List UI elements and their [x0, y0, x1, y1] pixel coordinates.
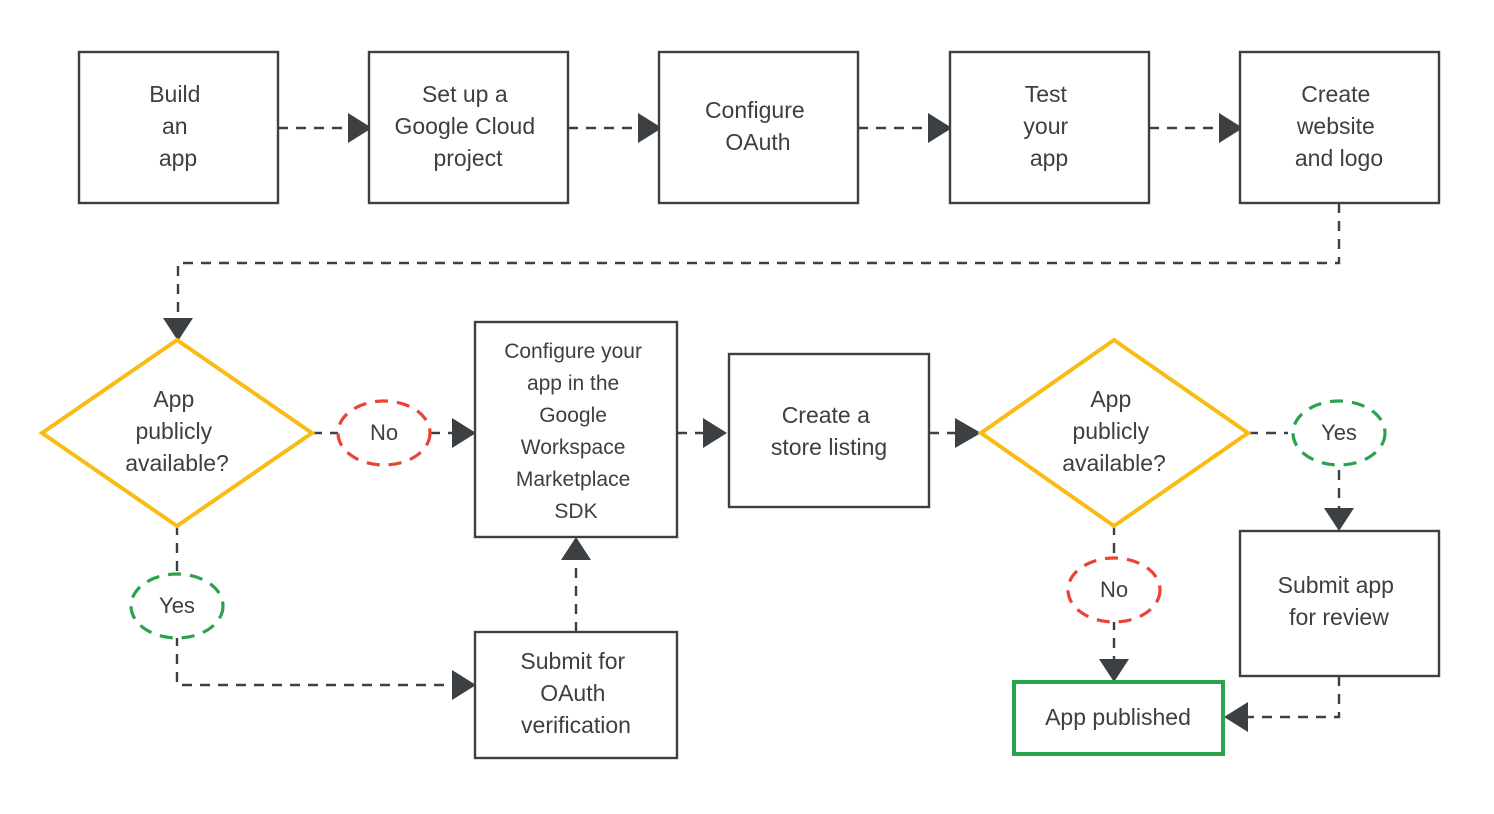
node-decision-left-shape[interactable]: [38, 337, 316, 529]
arrow-head-icon: [1099, 659, 1129, 682]
node-build-an-app[interactable]: Build an app: [77, 50, 280, 205]
node-create-store-listing-label: Create a store listing: [771, 402, 887, 460]
connector-build-to-gcp: [278, 113, 372, 143]
connector-oauth-verification-to-sdk: [561, 537, 591, 632]
node-configure-oauth[interactable]: Configure OAuth: [657, 50, 860, 205]
arrow-head-icon: [1324, 508, 1354, 531]
edge-label-right-yes: Yes: [1291, 399, 1387, 467]
edge-label-right-yes-shape: [1291, 399, 1387, 467]
connector-review-to-published: [1224, 676, 1341, 732]
edge-label-left-yes: Yes: [129, 572, 225, 640]
node-create-store-listing-shape[interactable]: [727, 352, 931, 509]
arrow-head-icon: [348, 113, 372, 143]
node-build-an-app-label: Build an app: [149, 81, 207, 171]
node-app-published-shape[interactable]: [1012, 680, 1225, 756]
node-submit-for-oauth-verification-label: Submit for OAuth verification: [520, 648, 631, 738]
edge-label-left-yes-shape: [129, 572, 225, 640]
arrow-head-icon: [955, 418, 981, 448]
node-submit-app-for-review-label: Submit app for review: [1278, 572, 1401, 630]
node-submit-for-oauth-verification-shape[interactable]: [473, 630, 679, 760]
node-submit-app-for-review[interactable]: Submit app for review: [1238, 529, 1441, 678]
arrow-head-icon: [452, 670, 476, 700]
node-decision-left-label: App publicly available?: [125, 386, 229, 476]
node-configure-oauth-shape[interactable]: [657, 50, 860, 205]
connector-oauth-to-test: [858, 113, 952, 143]
node-decision-app-publicly-available-right[interactable]: App publicly available?: [977, 337, 1252, 529]
connector-sdk-to-store-listing: [677, 418, 727, 448]
arrow-head-icon: [703, 418, 727, 448]
node-test-your-app[interactable]: Test your app: [948, 50, 1151, 205]
connector-website-to-decision-left: [163, 203, 1341, 341]
node-configure-app-marketplace-sdk[interactable]: Configure your app in the Google Workspa…: [473, 320, 679, 539]
edge-label-right-no: No: [1066, 556, 1162, 624]
node-create-store-listing[interactable]: Create a store listing: [727, 352, 931, 509]
arrow-head-icon: [1219, 113, 1243, 143]
node-decision-right-label: App publicly available?: [1062, 386, 1166, 476]
arrow-head-icon: [561, 537, 591, 560]
connector-decision-left-yes: [175, 525, 476, 700]
arrow-head-icon: [452, 418, 476, 448]
node-app-published-label: App published: [1045, 704, 1191, 730]
node-create-website-and-logo-label: Create website and logo: [1295, 81, 1383, 171]
arrow-head-icon: [638, 113, 662, 143]
node-configure-app-marketplace-sdk-label: Configure your app in the Google Workspa…: [504, 340, 648, 523]
node-setup-google-cloud-project[interactable]: Set up a Google Cloud project: [367, 50, 570, 205]
node-decision-app-publicly-available-left[interactable]: App publicly available?: [38, 337, 316, 529]
node-configure-app-marketplace-sdk-shape[interactable]: [473, 320, 679, 539]
connector-store-listing-to-decision-right: [929, 418, 981, 448]
node-create-website-and-logo-shape[interactable]: [1238, 50, 1441, 205]
edge-label-right-no-shape: [1066, 556, 1162, 624]
edge-label-right-no-text: No: [1100, 577, 1128, 602]
node-configure-oauth-label: Configure OAuth: [705, 97, 811, 155]
node-submit-for-oauth-verification[interactable]: Submit for OAuth verification: [473, 630, 679, 760]
node-test-your-app-shape[interactable]: [948, 50, 1151, 205]
node-app-published[interactable]: App published: [1012, 680, 1225, 756]
node-test-your-app-label: Test your app: [1023, 81, 1074, 171]
node-build-an-app-shape[interactable]: [77, 50, 280, 205]
edge-label-left-no-shape: [336, 399, 432, 467]
connector-test-to-website: [1149, 113, 1243, 143]
arrow-head-icon: [1224, 702, 1248, 732]
node-create-website-and-logo[interactable]: Create website and logo: [1238, 50, 1441, 205]
connector-decision-right-no: [1099, 525, 1129, 682]
node-setup-google-cloud-project-label: Set up a Google Cloud project: [394, 81, 541, 171]
node-submit-app-for-review-shape[interactable]: [1238, 529, 1441, 678]
edge-label-left-no-text: No: [370, 420, 398, 445]
connector-decision-left-no: [312, 418, 476, 448]
arrow-head-icon: [928, 113, 952, 143]
edge-label-left-yes-text: Yes: [159, 593, 195, 618]
connector-gcp-to-oauth: [568, 113, 662, 143]
edge-label-right-yes-text: Yes: [1321, 420, 1357, 445]
node-decision-right-shape[interactable]: [977, 337, 1252, 529]
arrow-head-icon: [163, 318, 193, 341]
edge-label-left-no: No: [336, 399, 432, 467]
connector-decision-right-yes: [1248, 431, 1354, 531]
node-setup-google-cloud-project-shape[interactable]: [367, 50, 570, 205]
